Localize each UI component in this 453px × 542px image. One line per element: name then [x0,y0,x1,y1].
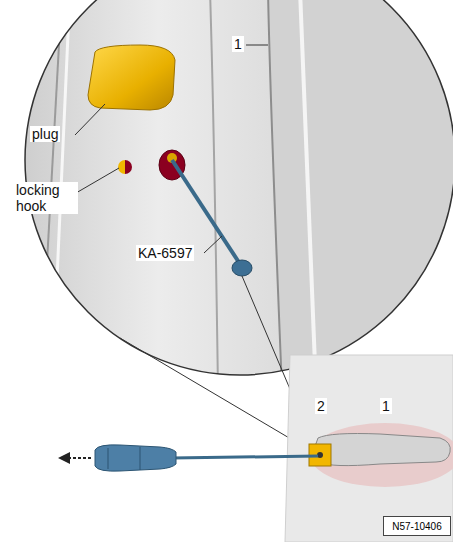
callout-number: 1 [380,398,392,414]
part-label: plug [30,126,60,142]
detail-circle [25,0,453,375]
part-label: KA-6597 [136,245,194,261]
callout-number: 2 [315,398,327,414]
figure-number: N57-10406 [392,521,441,532]
callout-number: 1 [232,36,244,52]
figure-number-box: N57-10406 [383,516,451,536]
magnified-view [0,0,453,400]
screwdriver [58,445,318,471]
part-label: locking hook [14,182,78,214]
door-view [285,355,453,542]
